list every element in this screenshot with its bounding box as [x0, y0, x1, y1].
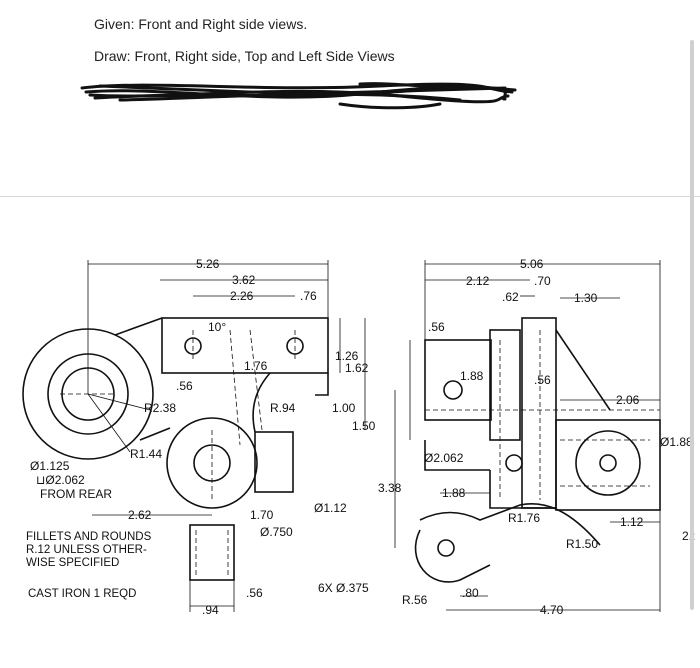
dim-1-62: 1.62 [345, 361, 369, 375]
front-top-plate [161, 317, 329, 374]
dim-76: .76 [300, 289, 317, 303]
dim-5-26: 5.26 [196, 257, 220, 271]
dim-r1-50: R1.50 [566, 537, 598, 551]
fillet-note-line1: FILLETS AND ROUNDS [26, 531, 152, 543]
dim-3-38: 3.38 [378, 481, 402, 495]
fillet-note-line2: R.12 UNLESS OTHER- [26, 544, 147, 556]
dim-r56: R.56 [402, 593, 428, 607]
side-foot-hole [437, 539, 455, 557]
side-right-boss [575, 430, 641, 496]
given-text: Given: Front and Right side views. [94, 16, 308, 32]
dim-10-deg: 10° [208, 320, 226, 334]
dim-56-side: .56 [428, 320, 445, 334]
dim-2-12: 2.12 [466, 274, 490, 288]
fillet-note-line3: WISE SPECIFIED [26, 557, 119, 569]
dim-r1-44: R1.44 [130, 447, 162, 461]
dim-56-bottom: .56 [246, 586, 263, 600]
dim-1-88: 1.88 [460, 369, 484, 383]
dim-dia-1-88: Ø1.88 [660, 435, 693, 449]
dim-dia-2-062: Ø2.062 [424, 451, 464, 465]
dim-5-06: 5.06 [520, 257, 544, 271]
dim-r2-38: R2.38 [144, 401, 176, 415]
technical-drawing [22, 260, 661, 612]
front-annotations: 5.26 3.62 2.26 .76 10° 1.76 .56 R2.38 R.… [26, 257, 695, 617]
dim-1-26: 1.26 [335, 349, 359, 363]
dim-94: .94 [202, 603, 219, 617]
dim-56-side-b: .56 [534, 373, 551, 387]
material-note: CAST IRON 1 REQD [28, 588, 136, 600]
side-left-hub [424, 339, 492, 421]
instructions-panel: Given: Front and Right side views. Draw:… [0, 0, 700, 195]
dim-r1-76: R1.76 [508, 511, 540, 525]
redaction-scribble [80, 82, 517, 110]
dim-1-88-b: 1.88 [442, 486, 466, 500]
dim-1-76: 1.76 [244, 359, 268, 373]
hole-note-line3: FROM REAR [40, 487, 112, 501]
dim-1-70: 1.70 [250, 508, 274, 522]
draw-text: Draw: Front, Right side, Top and Left Si… [94, 48, 395, 64]
dim-56: .56 [176, 379, 193, 393]
dim-2-26: 2.26 [230, 289, 254, 303]
dim-dia-750: Ø.750 [260, 525, 293, 539]
side-hub-hole [443, 380, 463, 400]
dim-3-62: 3.62 [232, 273, 256, 287]
dim-70: .70 [534, 274, 551, 288]
dim-r94: R.94 [270, 401, 296, 415]
dim-2-06: 2.06 [616, 393, 640, 407]
dim-1-30: 1.30 [574, 291, 598, 305]
hole-note-line2: ⊔Ø2.062 [36, 473, 85, 487]
dim-80: .80 [462, 586, 479, 600]
bottom-margin [0, 620, 700, 668]
page-divider [0, 196, 700, 197]
scrollbar[interactable] [690, 40, 694, 610]
dim-4-70: 4.70 [540, 603, 564, 617]
front-lower-boss [166, 417, 258, 509]
dim-1-50: 1.50 [352, 419, 376, 433]
holes-note: 6X Ø.375 [318, 581, 369, 595]
hole-note-line1: Ø1.125 [30, 459, 70, 473]
front-bottom-stub [189, 524, 235, 581]
dim-1-00: 1.00 [332, 401, 356, 415]
dim-2-62: 2.62 [128, 508, 152, 522]
dim-62: .62 [502, 290, 519, 304]
drawing-sheet: 5.26 3.62 2.26 .76 10° 1.76 .56 R2.38 R.… [0, 197, 700, 619]
dim-1-12: 1.12 [620, 515, 644, 529]
dim-dia-1-12: Ø1.12 [314, 501, 347, 515]
